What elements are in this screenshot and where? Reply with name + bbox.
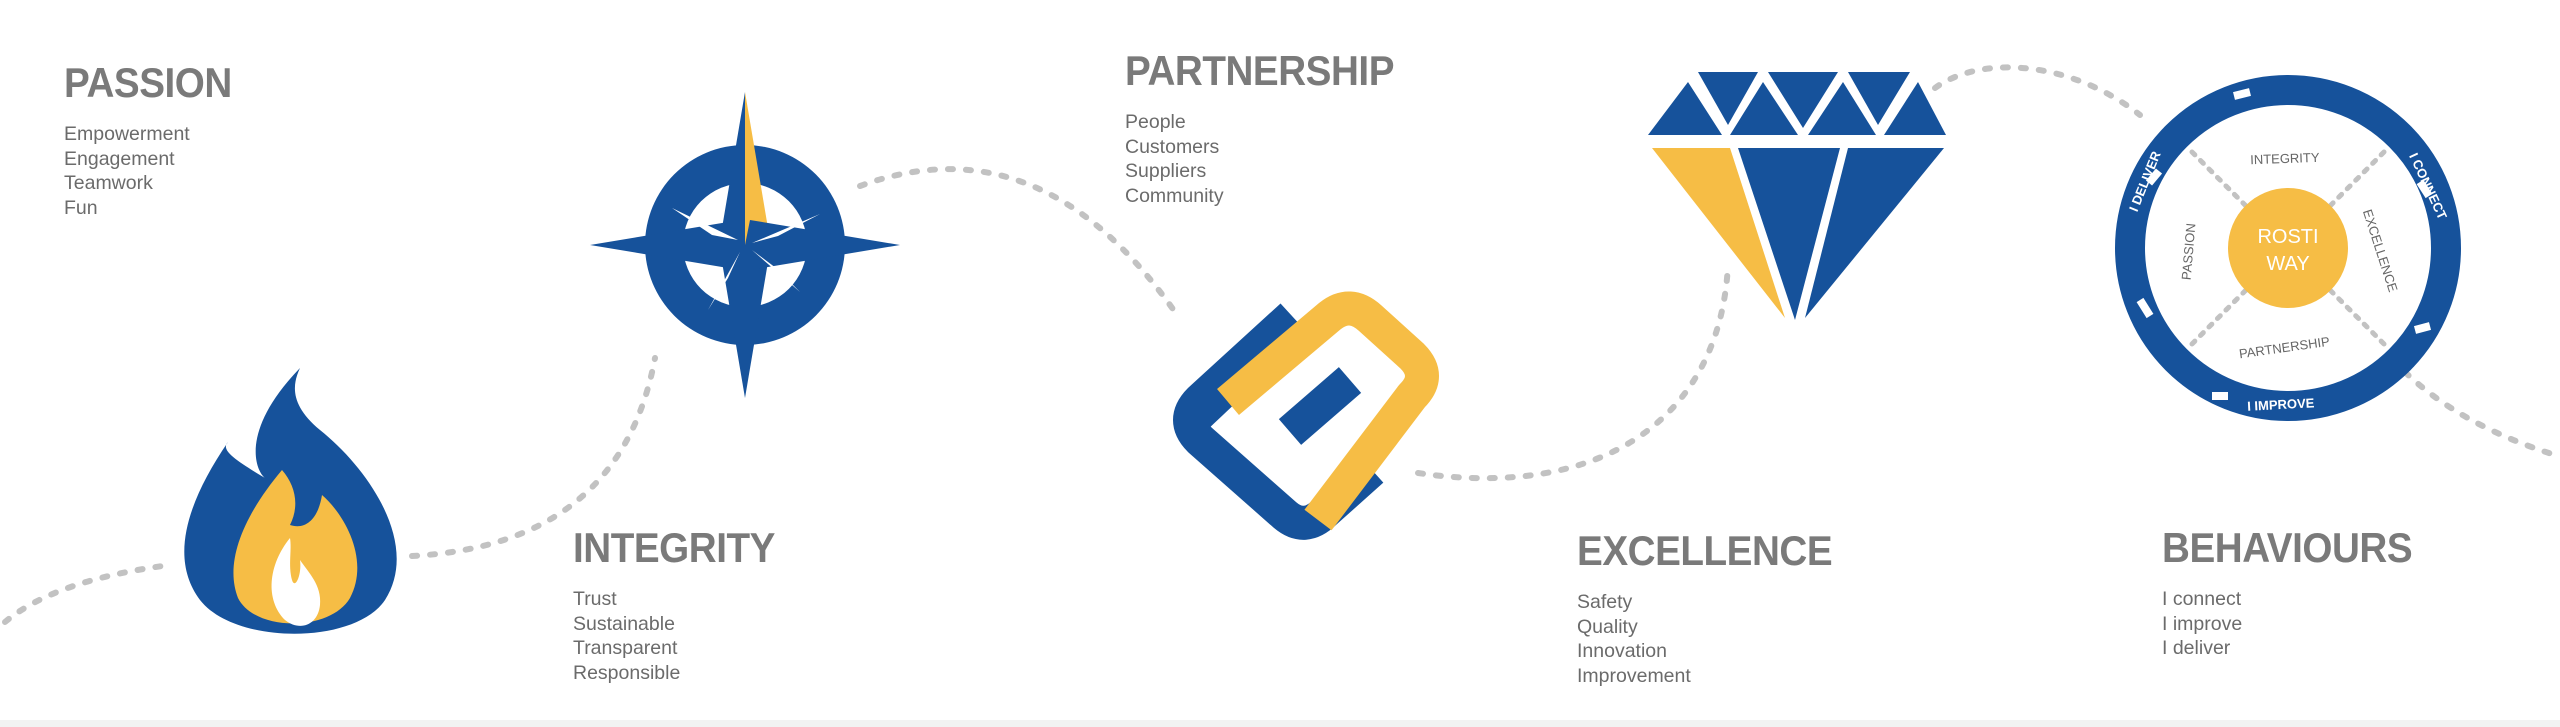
value-list-partnership: People Customers Suppliers Community <box>1125 110 1417 208</box>
value-title-excellence: EXCELLENCE <box>1577 527 1833 574</box>
list-item: Quality <box>1577 615 1638 638</box>
compass-icon <box>590 92 900 398</box>
wheel-label-i-improve: I IMPROVE <box>2247 395 2315 414</box>
list-item: Fun <box>64 196 98 219</box>
list-item: Sustainable <box>573 612 675 635</box>
list-item: Community <box>1125 184 1224 207</box>
value-block-excellence: EXCELLENCE Safety Quality Innovation Imp… <box>1577 530 1854 688</box>
list-item: Suppliers <box>1125 160 1207 182</box>
list-item: I deliver <box>2162 637 2231 659</box>
value-block-passion: PASSION Empowerment Engagement Teamwork … <box>64 62 246 220</box>
flame-icon <box>184 368 397 634</box>
wheel-label-integrity: INTEGRITY <box>2250 150 2320 167</box>
list-item: Innovation <box>1577 640 1667 662</box>
value-list-integrity: Trust Sustainable Transparent Responsibl… <box>573 587 793 685</box>
value-list-excellence: Safety Quality Innovation Improvement <box>1577 590 1854 688</box>
list-item: Engagement <box>64 147 175 170</box>
wheel-label-excellence: EXCELLENCE <box>2360 207 2401 294</box>
bottom-divider <box>0 720 2560 727</box>
value-title-passion: PASSION <box>64 59 232 106</box>
diamond-icon <box>1648 72 1946 320</box>
value-list-behaviours: I connect I improve I deliver <box>2162 587 2434 661</box>
list-item: Improvement <box>1577 664 1691 687</box>
list-item: I improve <box>2162 612 2243 635</box>
wheel-center-line2: WAY <box>2266 253 2309 275</box>
value-title-partnership: PARTNERSHIP <box>1125 47 1395 94</box>
list-item: Safety <box>1577 591 1633 613</box>
list-item: Responsible <box>573 661 681 684</box>
value-block-partnership: PARTNERSHIP People Customers Suppliers C… <box>1125 50 1417 208</box>
value-block-integrity: INTEGRITY Trust Sustainable Transparent … <box>573 527 793 685</box>
wheel-label-partnership: PARTNERSHIP <box>2238 334 2330 362</box>
wheel-center-line1: ROSTI <box>2257 226 2318 248</box>
list-item: Trust <box>573 588 617 610</box>
list-item: Teamwork <box>64 172 153 194</box>
value-list-passion: Empowerment Engagement Teamwork Fun <box>64 122 246 220</box>
list-item: Empowerment <box>64 123 190 145</box>
value-title-behaviours: BEHAVIOURS <box>2162 524 2413 571</box>
list-item: People <box>1125 111 1186 133</box>
list-item: I connect <box>2162 588 2242 610</box>
value-block-behaviours: BEHAVIOURS I connect I improve I deliver <box>2162 527 2434 661</box>
rosti-way-wheel-icon: ROSTI WAY I DELIVER I CONNECT I IMPROVE … <box>2115 75 2461 421</box>
wheel-label-passion: PASSION <box>2179 223 2199 281</box>
list-item: Transparent <box>573 637 678 659</box>
journey-path <box>2 64 2558 625</box>
list-item: Customers <box>1125 135 1220 158</box>
value-title-integrity: INTEGRITY <box>573 524 775 571</box>
chain-link-icon <box>1173 291 1439 540</box>
